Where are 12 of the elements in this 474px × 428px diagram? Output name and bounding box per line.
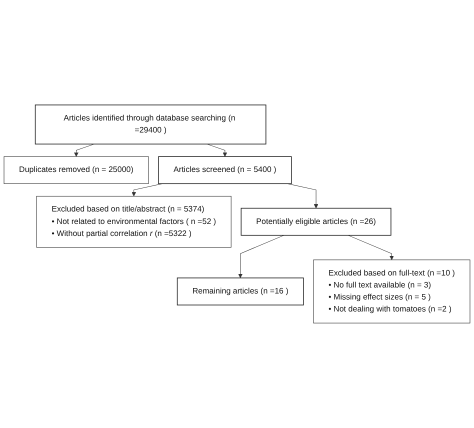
arrow [206, 144, 228, 157]
node-box: Duplicates removed (n = 25000) [4, 156, 149, 184]
node-box: Excluded based on full-text (n =10 ) • No full text available (n = 3) • Missing effect sizes (n = 5 ) • Not dealing with tomatoes (n =2 ) [313, 260, 470, 324]
node-box: Excluded based on title/abstract (n = 5374) • Not related to environmental factors ( n =52 ) • Without partial correlation r (n =5322 ) [36, 196, 232, 248]
node-box: Articles screened (n = 5400 ) [158, 156, 292, 184]
arrow [74, 144, 95, 157]
arrow [348, 235, 394, 260]
node-box: Potentially eligible articles (n =26) [240, 208, 392, 236]
arrow [238, 235, 284, 278]
node-box: Articles identified through database searching (n =29400 ) [34, 104, 266, 144]
arrow [132, 183, 163, 196]
node-box: Remaining articles (n =16 ) [176, 278, 304, 306]
